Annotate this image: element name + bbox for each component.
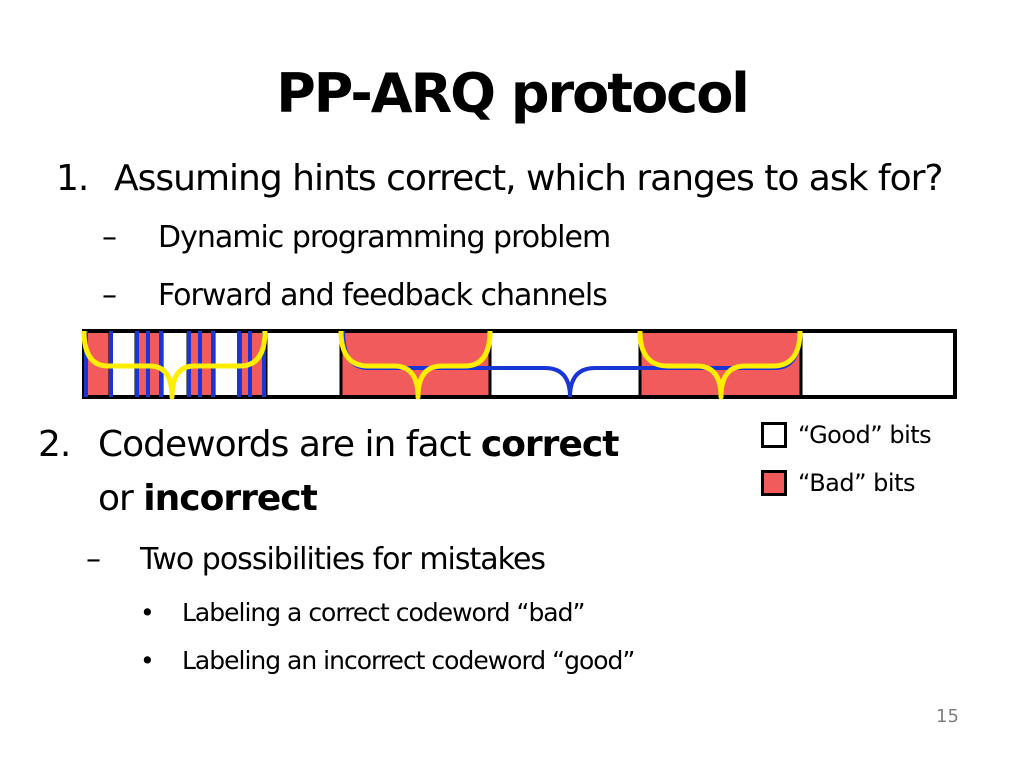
legend-good-swatch bbox=[761, 422, 787, 448]
subitem-forward-feedback: Forward and feedback channels bbox=[158, 278, 608, 313]
bullet-marker: • bbox=[140, 598, 155, 627]
forward-braces bbox=[81, 330, 803, 400]
item-2-text: or bbox=[98, 478, 144, 519]
item-2-bold-correct: correct bbox=[480, 424, 620, 465]
dash-marker: – bbox=[102, 220, 117, 255]
subitem-two-possibilities: Two possibilities for mistakes bbox=[140, 542, 546, 577]
item-1-text: Assuming hints correct, which ranges to … bbox=[114, 158, 944, 199]
item-number: 2. bbox=[38, 424, 71, 465]
slide-title: PP-ARQ protocol bbox=[276, 62, 750, 125]
subitem-dynamic-programming: Dynamic programming problem bbox=[158, 220, 611, 255]
item-2-line-1: Codewords are in fact correct bbox=[98, 424, 620, 465]
item-number: 1. bbox=[56, 158, 89, 199]
legend-bad-swatch bbox=[761, 470, 787, 496]
item-2-line-2: or incorrect bbox=[98, 478, 318, 519]
bullet-labeling-incorrect: Labeling an incorrect codeword “good” bbox=[182, 646, 635, 675]
legend-bad-label: “Bad” bits bbox=[798, 469, 915, 497]
legend-good-label: “Good” bits bbox=[798, 421, 932, 449]
bullet-marker: • bbox=[140, 646, 155, 675]
page-number: 15 bbox=[936, 706, 959, 727]
dash-marker: – bbox=[86, 542, 101, 577]
item-2-text: Codewords are in fact bbox=[98, 424, 481, 465]
bullet-labeling-correct: Labeling a correct codeword “bad” bbox=[182, 598, 585, 627]
list-item-1: 1. bbox=[56, 158, 89, 199]
item-2-bold-incorrect: incorrect bbox=[143, 478, 318, 519]
dash-marker: – bbox=[102, 278, 117, 313]
